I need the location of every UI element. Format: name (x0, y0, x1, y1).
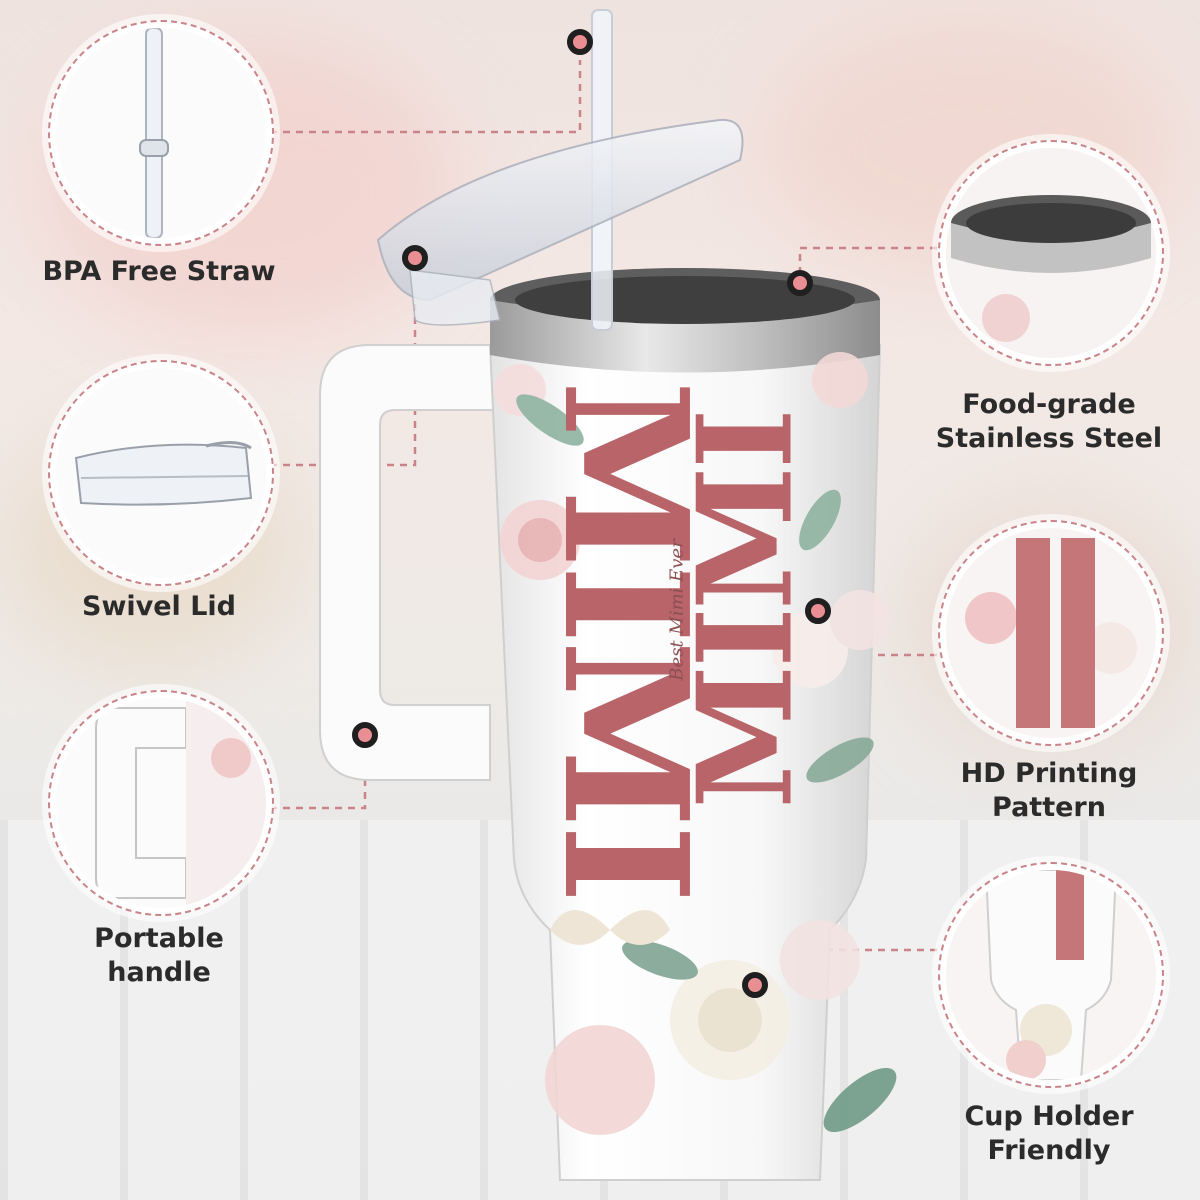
callout-dot-lid (402, 245, 428, 271)
callout-dot-straw (567, 29, 593, 55)
tumbler (319, 9, 897, 1181)
straw-icon (139, 28, 169, 238)
badge-steel (938, 140, 1164, 366)
callout-dot-steel (787, 270, 813, 296)
badge-printing (938, 520, 1164, 746)
steel-rim-icon (946, 148, 1156, 358)
callout-dot-handle (352, 722, 378, 748)
handle-icon (95, 698, 266, 908)
label-printing: HD Printing Pattern (929, 757, 1169, 825)
label-steel-line2: Stainless Steel (935, 423, 1163, 454)
label-handle: Portable handle (94, 923, 224, 988)
printing-icon (946, 528, 1156, 738)
callout-dot-holder (742, 972, 768, 998)
callout-dot-printing (805, 598, 831, 624)
lid-icon (74, 441, 253, 506)
label-straw: BPA Free Straw (42, 256, 276, 287)
cup-holder-icon (946, 870, 1156, 1080)
handle (319, 344, 497, 781)
label-holder: Cup Holder Friendly (929, 1100, 1169, 1168)
label-lid: Swivel Lid (82, 591, 236, 622)
label-steel: Food-grade Stainless Steel (929, 388, 1169, 456)
label-printing-line2: Pattern (992, 792, 1106, 823)
badge-handle (48, 690, 274, 916)
print-script-wrap: Best Mimi Ever (666, 420, 688, 800)
badge-holder (938, 862, 1164, 1088)
tumbler-print-right: MIMI (669, 400, 822, 820)
print-script: Best Mimi Ever (666, 539, 688, 681)
badge-straw (48, 20, 274, 246)
print-name-right: MIMI (668, 411, 822, 809)
label-steel-line1: Food-grade (962, 389, 1136, 420)
badge-lid (48, 360, 274, 586)
label-printing-line1: HD Printing (960, 758, 1138, 789)
label-holder-line1: Cup Holder (964, 1101, 1134, 1132)
label-holder-line2: Friendly (987, 1135, 1111, 1166)
